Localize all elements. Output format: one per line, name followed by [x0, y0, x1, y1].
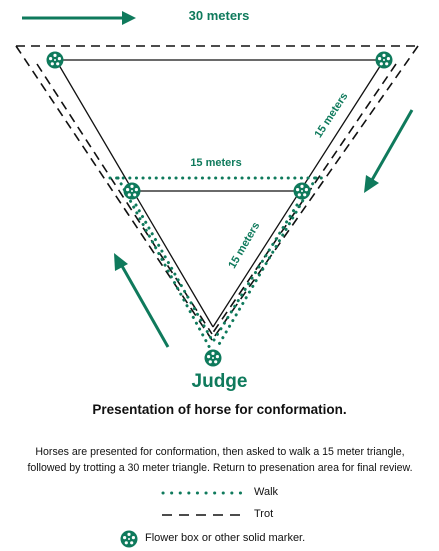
description: Horses are presented for conformation, t…: [27, 446, 413, 474]
walk-path: [108, 176, 328, 354]
judge-label: Judge: [191, 371, 248, 392]
legend-walk-label: Walk: [254, 486, 279, 498]
marker-top-right: [375, 51, 393, 69]
trot-path: [15, 45, 419, 341]
label-15-meters-inner-right: 15 meters: [226, 220, 262, 270]
label-15-meters-inner-top: 15 meters: [190, 157, 241, 169]
trot-path-inner: [36, 63, 397, 335]
subtitle: Presentation of horse for conformation.: [92, 402, 347, 417]
marker-top-left: [46, 51, 64, 69]
marker-mid-left: [123, 182, 141, 200]
label-30-meters: 30 meters: [189, 8, 250, 23]
marker-judge: [204, 349, 222, 367]
legend-marker-icon: [120, 530, 138, 548]
legend-marker-label: Flower box or other solid marker.: [145, 532, 306, 544]
label-15-meters-right-upper: 15 meters: [312, 91, 350, 141]
direction-arrow-down-left: [364, 109, 414, 193]
marker-mid-right: [293, 182, 311, 200]
direction-arrow-up-left: [114, 253, 170, 348]
direction-arrow-right: [22, 11, 136, 25]
legend-trot-label: Trot: [254, 508, 274, 520]
